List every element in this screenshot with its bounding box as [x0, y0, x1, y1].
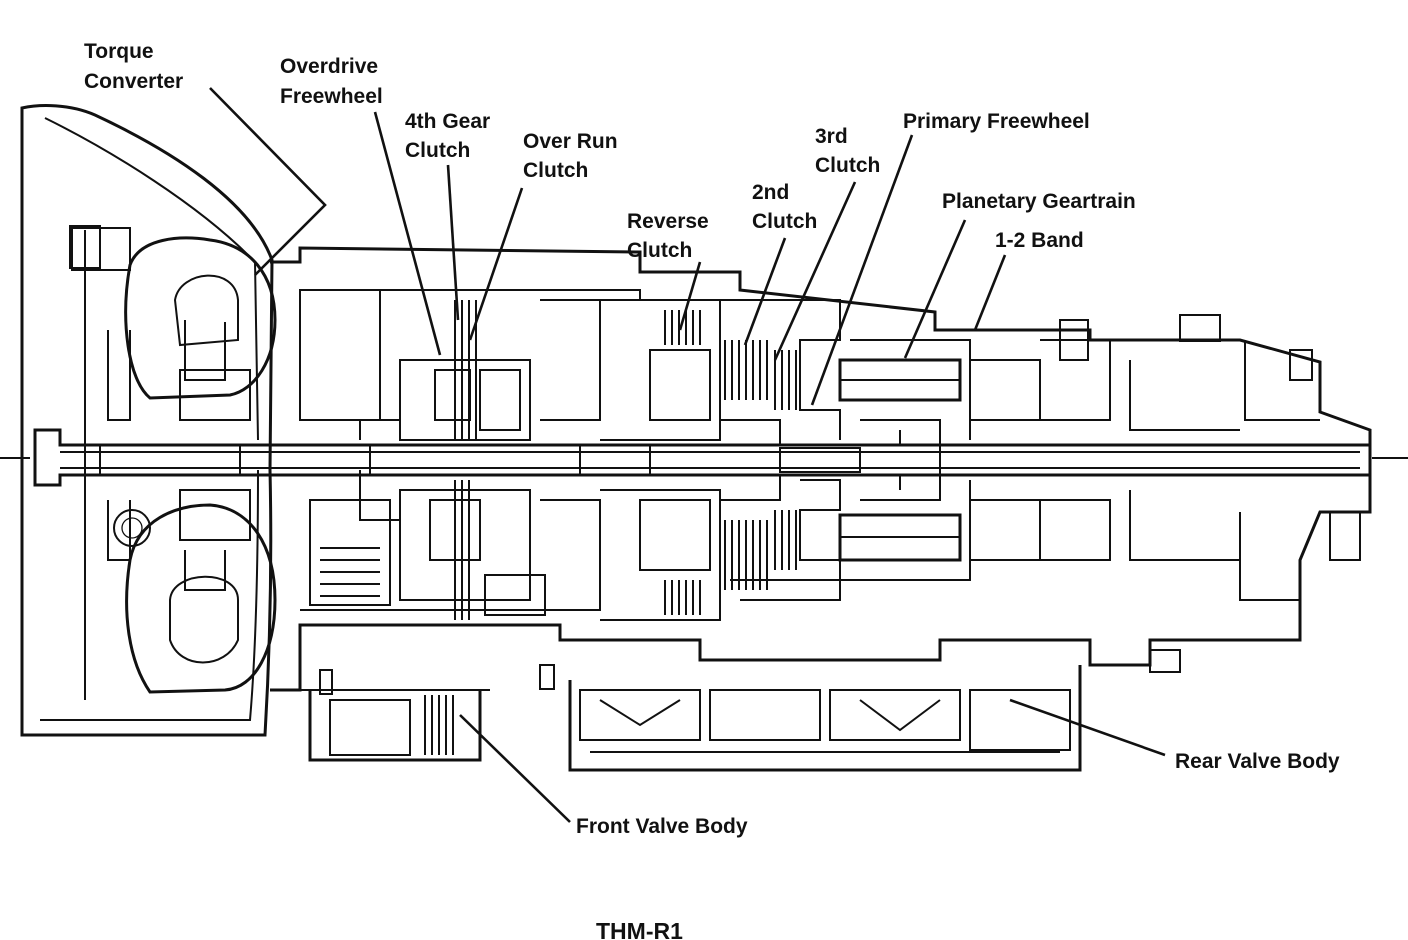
label-4th-gear-clutch-line2: Clutch: [405, 139, 470, 162]
leader-planetary-geartrain: [903, 219, 967, 359]
label-2nd-clutch-line1: 2nd: [752, 181, 789, 204]
label-1-2-band: 1-2 Band: [995, 229, 1084, 252]
transmission-drawing: [0, 104, 1408, 772]
leader-front-valve-body: [459, 714, 571, 823]
overdrive-section: [299, 289, 601, 620]
leader-over-run-clutch: [468, 187, 524, 341]
label-rear-valve-body: Rear Valve Body: [1175, 750, 1340, 773]
fasteners: [69, 225, 1181, 695]
leader-1-2-band: [973, 254, 1007, 331]
diagram-caption: THM-R1: [596, 918, 683, 940]
leader-lines: [209, 87, 1166, 823]
front-valve-body: [300, 689, 490, 762]
rear-valve-body: [568, 665, 1082, 772]
clutch-packs: [600, 299, 860, 621]
label-over-run-clutch-line2: Clutch: [523, 159, 588, 182]
main-shaft: [0, 428, 1408, 487]
label-overdrive-freewheel-line2: Freewheel: [280, 85, 383, 108]
label-over-run-clutch-line1: Over Run: [523, 130, 618, 153]
label-2nd-clutch-line2: Clutch: [752, 210, 817, 233]
leader-reverse-clutch: [678, 261, 702, 331]
label-reverse-clutch-line2: Clutch: [627, 239, 692, 262]
label-overdrive-freewheel-line1: Overdrive: [280, 55, 378, 78]
label-front-valve-body: Front Valve Body: [576, 815, 748, 838]
label-3rd-clutch-line2: Clutch: [815, 154, 880, 177]
leader-primary-freewheel: [810, 134, 914, 406]
label-3rd-clutch-line1: 3rd: [815, 125, 848, 148]
label-torque-converter-line1: Torque: [84, 40, 154, 63]
part-labels: Torque Converter Overdrive Freewheel 4th…: [84, 40, 1340, 838]
label-primary-freewheel: Primary Freewheel: [903, 110, 1090, 133]
leader-rear-valve-body: [1009, 698, 1166, 757]
torque-converter-housing: [20, 104, 277, 737]
leader-overdrive-freewheel: [373, 111, 442, 356]
label-torque-converter-line2: Converter: [84, 70, 183, 93]
planetary-geartrain: [838, 339, 1240, 581]
leader-3rd-clutch: [773, 181, 857, 361]
leader-torque-converter: [209, 87, 327, 276]
label-planetary-geartrain: Planetary Geartrain: [942, 190, 1136, 213]
leader-4th-gear-clutch: [446, 164, 460, 321]
label-4th-gear-clutch-line1: 4th Gear: [405, 110, 490, 133]
label-reverse-clutch-line1: Reverse: [627, 210, 709, 233]
leader-2nd-clutch: [743, 237, 787, 346]
